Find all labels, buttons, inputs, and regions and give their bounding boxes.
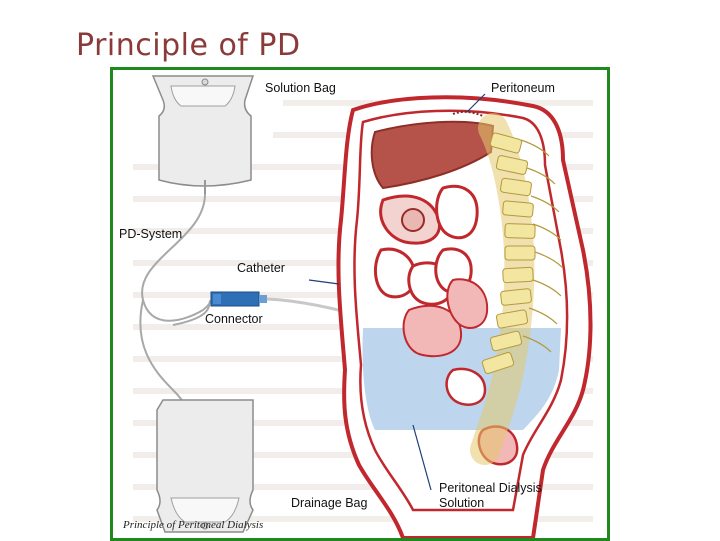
connector — [211, 292, 267, 306]
connector-label: Connector — [205, 312, 263, 326]
drainage-bag — [157, 400, 253, 532]
pd-system-label: PD-System — [119, 227, 182, 241]
pd-solution-label-line2: Solution — [439, 496, 484, 510]
solution-bag — [153, 76, 253, 194]
figure-frame: Solution Bag Peritoneum PD-System Cathet… — [110, 67, 610, 541]
solution-bag-label: Solution Bag — [265, 81, 336, 95]
drainage-bag-label: Drainage Bag — [291, 496, 367, 510]
pd-diagram: Solution Bag Peritoneum PD-System Cathet… — [113, 70, 607, 538]
slide-title: Principle of PD — [76, 28, 301, 63]
catheter-label: Catheter — [237, 261, 285, 275]
figure-caption: Principle of Peritoneal Dialysis — [122, 519, 263, 531]
pd-solution-label-line1: Peritoneal Dialysis — [439, 481, 542, 495]
peritoneum-label: Peritoneum — [491, 81, 555, 95]
abdominal-cross-section — [338, 97, 590, 538]
